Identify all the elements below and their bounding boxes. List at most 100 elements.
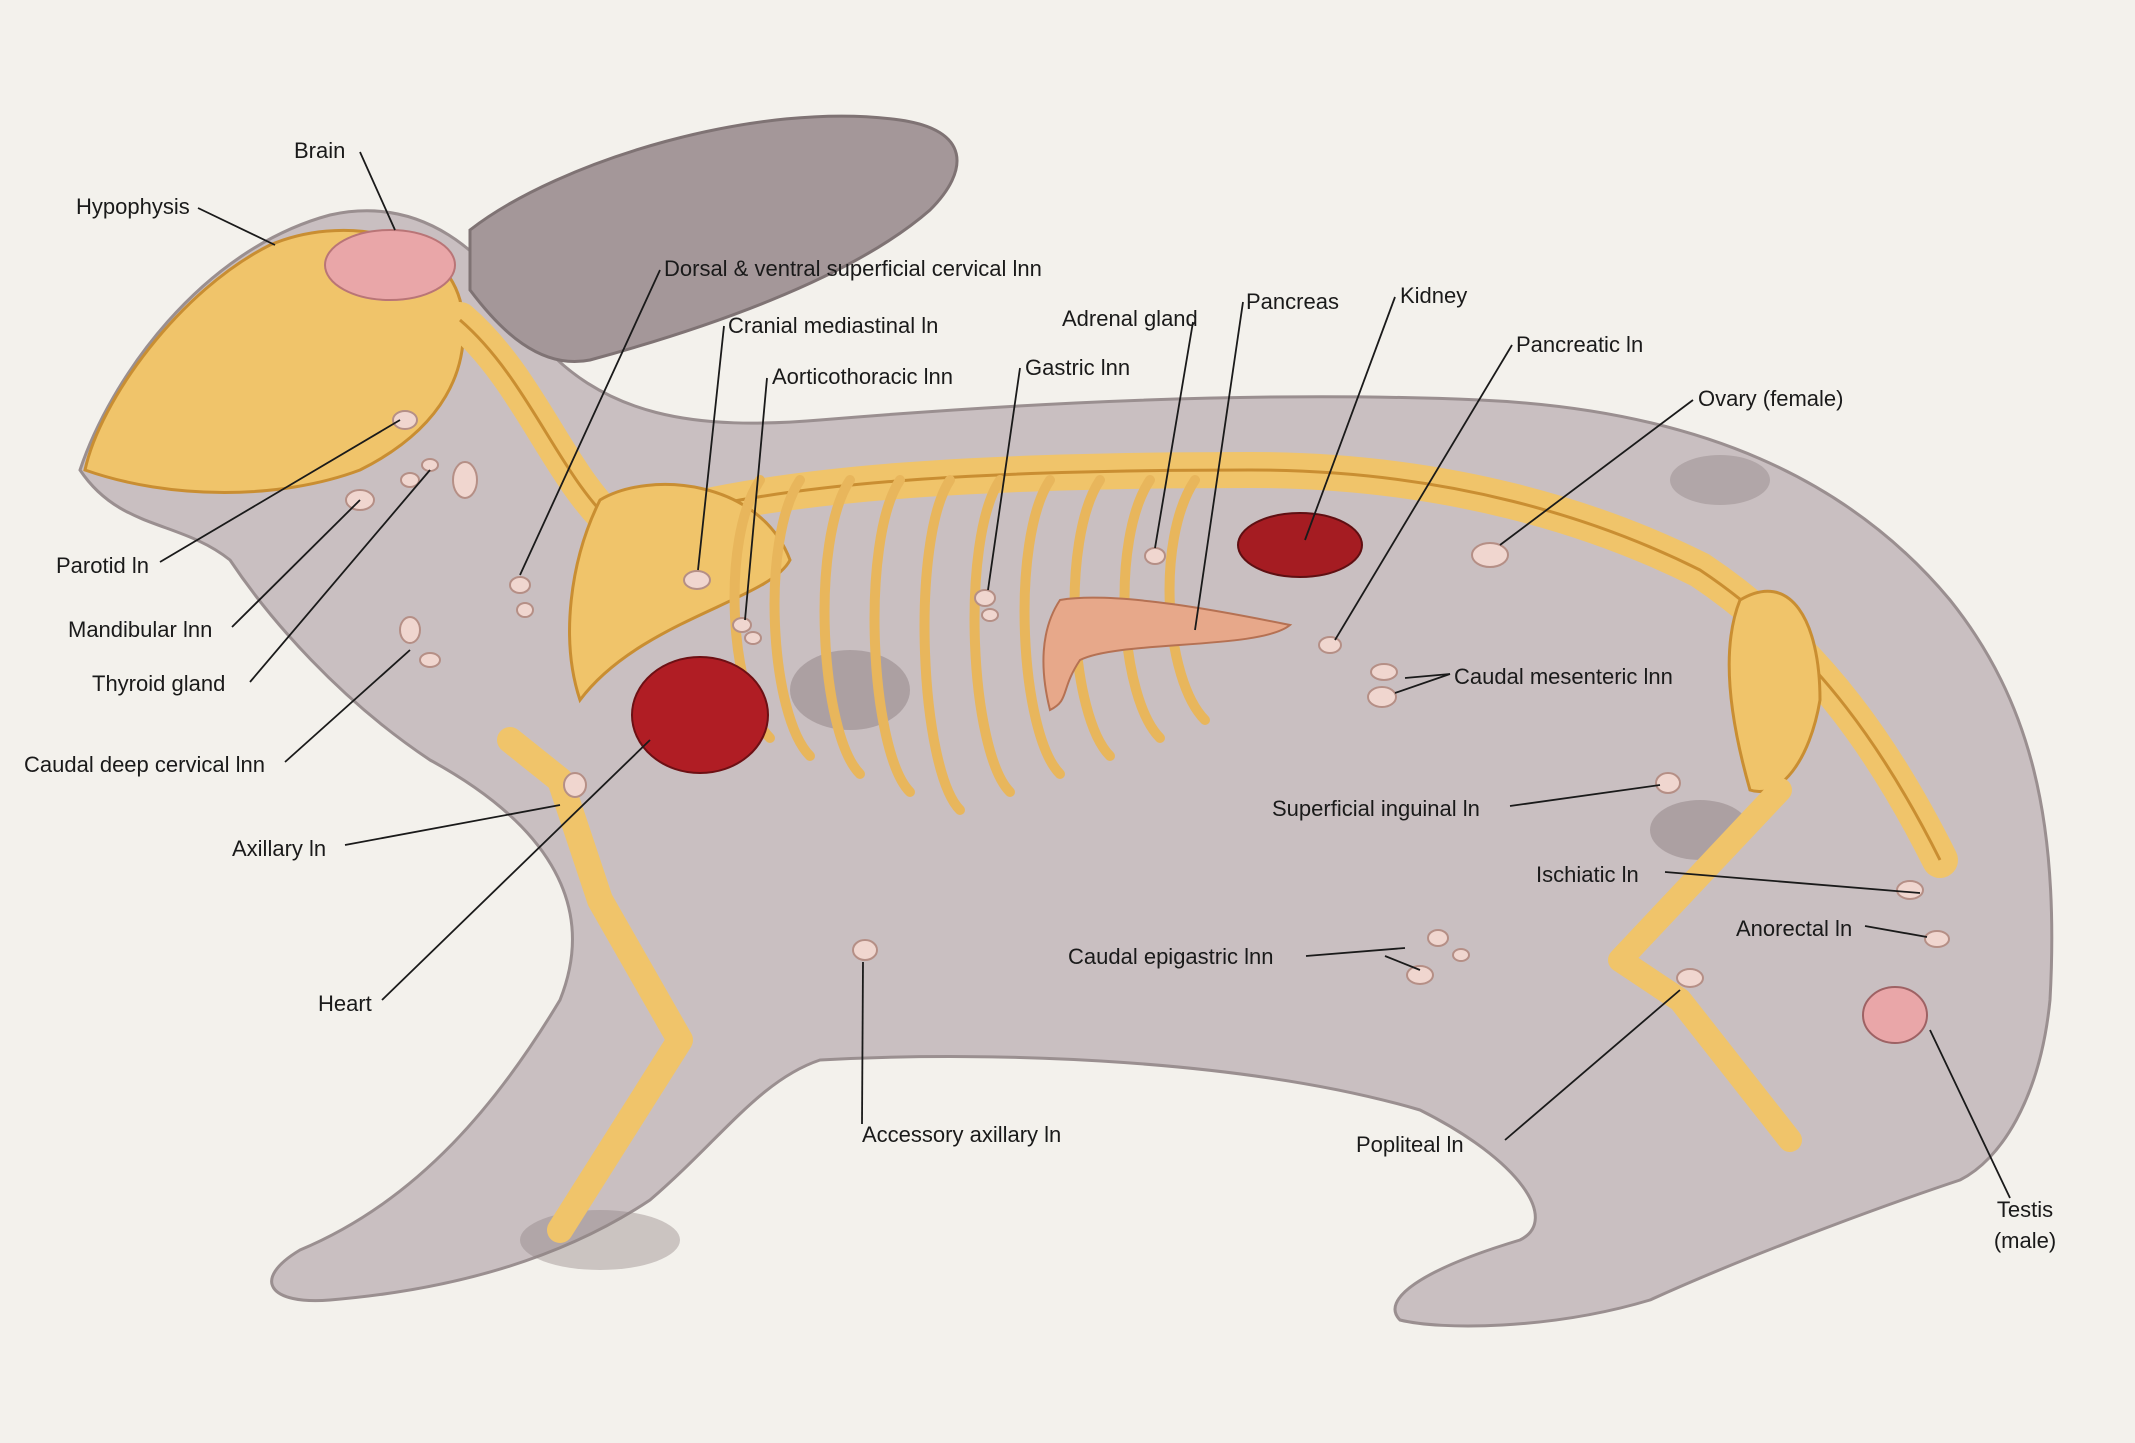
leader-line bbox=[1304, 296, 1396, 541]
leader-line bbox=[1929, 1029, 2011, 1199]
leader-line bbox=[1664, 871, 1921, 894]
rib bbox=[769, 475, 815, 761]
label-gastric-lnn: Gastric lnn bbox=[1025, 355, 1131, 380]
leader-line bbox=[861, 961, 864, 1125]
leader-line bbox=[1334, 344, 1513, 641]
fur-shading bbox=[1670, 455, 1770, 505]
label-hypophysis: Hypophysis bbox=[76, 194, 190, 219]
lymph-node bbox=[516, 602, 534, 618]
kidney-organ bbox=[1237, 512, 1363, 578]
lymph-node bbox=[1471, 542, 1509, 568]
label-adrenal-gland: Adrenal gland bbox=[1062, 306, 1198, 331]
label-testis-male: (male) bbox=[1993, 1228, 2057, 1253]
pancreas-organ bbox=[1042, 596, 1293, 712]
brain-organ bbox=[324, 229, 456, 301]
label-ovary-female: Ovary (female) bbox=[1698, 386, 1844, 411]
label-thyroid-gland: Thyroid gland bbox=[92, 671, 226, 696]
label-caudal-epigastric-lnn: Caudal epigastric lnn bbox=[1068, 944, 1274, 969]
label-brain: Brain bbox=[294, 138, 346, 163]
label-aorticothoracic-lnn: Aorticothoracic lnn bbox=[772, 364, 953, 389]
lymph-node bbox=[974, 589, 996, 607]
leader-line bbox=[1384, 955, 1421, 971]
leader-line bbox=[359, 151, 396, 231]
lymph-node bbox=[1924, 930, 1950, 948]
lymph-node bbox=[400, 472, 420, 488]
leader-line bbox=[987, 367, 1021, 591]
lymph-node bbox=[1318, 636, 1342, 654]
label-kidney: Kidney bbox=[1400, 283, 1468, 308]
lymph-node bbox=[852, 939, 878, 961]
rib bbox=[919, 475, 965, 815]
leader-line bbox=[1305, 947, 1406, 957]
lymph-node bbox=[563, 772, 587, 798]
lymph-node bbox=[1452, 948, 1470, 962]
rib bbox=[819, 475, 865, 779]
lymph-node bbox=[744, 631, 762, 645]
heart-organ bbox=[631, 656, 769, 774]
lymph-node bbox=[1896, 880, 1924, 900]
lymph-node bbox=[1370, 663, 1398, 681]
rabbit-ear bbox=[468, 114, 959, 363]
label-axillary-ln: Axillary ln bbox=[232, 836, 327, 861]
leader-line bbox=[1194, 301, 1244, 631]
lymph-node bbox=[981, 608, 999, 622]
leader-line bbox=[284, 649, 411, 763]
leader-line bbox=[1154, 321, 1194, 549]
leader-line bbox=[519, 269, 661, 576]
label-pancreatic-ln: Pancreatic ln bbox=[1516, 332, 1644, 357]
leader-line bbox=[744, 377, 768, 621]
label-testis: Testis bbox=[1996, 1197, 2054, 1222]
rib bbox=[869, 475, 915, 797]
lymph-node bbox=[1655, 772, 1681, 794]
pelvis bbox=[1727, 589, 1822, 793]
leader-line bbox=[1404, 673, 1451, 679]
lymph-node bbox=[1676, 968, 1704, 988]
leader-line bbox=[231, 499, 361, 628]
lymph-node bbox=[683, 570, 711, 590]
rib bbox=[969, 475, 1015, 797]
label-superficial-inguinal-ln: Superficial inguinal ln bbox=[1272, 796, 1480, 821]
lymph-node bbox=[1427, 929, 1449, 947]
label-dorsal-ventral-superficial-cervical-lnn: Dorsal & ventral superficial cervical ln… bbox=[664, 256, 1042, 281]
leader-line bbox=[249, 469, 431, 683]
lymph-node bbox=[1144, 547, 1166, 565]
lymph-node bbox=[421, 458, 439, 472]
leader-line bbox=[1394, 673, 1451, 694]
label-cranial-mediastinal-ln: Cranial mediastinal ln bbox=[728, 313, 939, 338]
testis-organ bbox=[1862, 986, 1928, 1044]
lymph-node bbox=[509, 576, 531, 594]
label-caudal-deep-cervical-lnn: Caudal deep cervical lnn bbox=[24, 752, 265, 777]
lymph-node bbox=[452, 461, 478, 499]
lymph-nodes bbox=[345, 410, 1950, 988]
label-heart: Heart bbox=[318, 991, 372, 1016]
leader-line bbox=[697, 325, 725, 571]
lymph-node bbox=[419, 652, 441, 668]
leader-lines bbox=[159, 151, 2011, 1199]
leader-line bbox=[197, 207, 276, 246]
leader-line bbox=[1499, 399, 1694, 546]
lymph-node bbox=[392, 410, 418, 430]
lymph-node bbox=[1367, 686, 1397, 708]
label-mandibular-lnn: Mandibular lnn bbox=[68, 617, 213, 642]
label-accessory-axillary-ln: Accessory axillary ln bbox=[862, 1122, 1062, 1147]
fur-shading bbox=[520, 1210, 680, 1270]
fur-shading bbox=[790, 650, 910, 730]
leader-line bbox=[381, 739, 651, 1001]
label-caudal-mesenteric-lnn: Caudal mesenteric lnn bbox=[1454, 664, 1673, 689]
leader-line bbox=[159, 419, 401, 563]
label-popliteal-ln: Popliteal ln bbox=[1356, 1132, 1464, 1157]
lymph-node bbox=[1406, 965, 1434, 985]
leader-line bbox=[1509, 784, 1661, 807]
label-ischiatic-ln: Ischiatic ln bbox=[1536, 862, 1639, 887]
leader-line bbox=[1864, 925, 1928, 938]
rib bbox=[1019, 475, 1065, 779]
lymph-node bbox=[732, 617, 752, 633]
leader-line bbox=[1504, 989, 1681, 1141]
label-parotid-ln: Parotid ln bbox=[56, 553, 149, 578]
label-pancreas: Pancreas bbox=[1246, 289, 1339, 314]
lymph-node bbox=[399, 616, 421, 644]
label-anorectal-ln: Anorectal ln bbox=[1736, 916, 1853, 941]
leader-line bbox=[344, 804, 561, 846]
